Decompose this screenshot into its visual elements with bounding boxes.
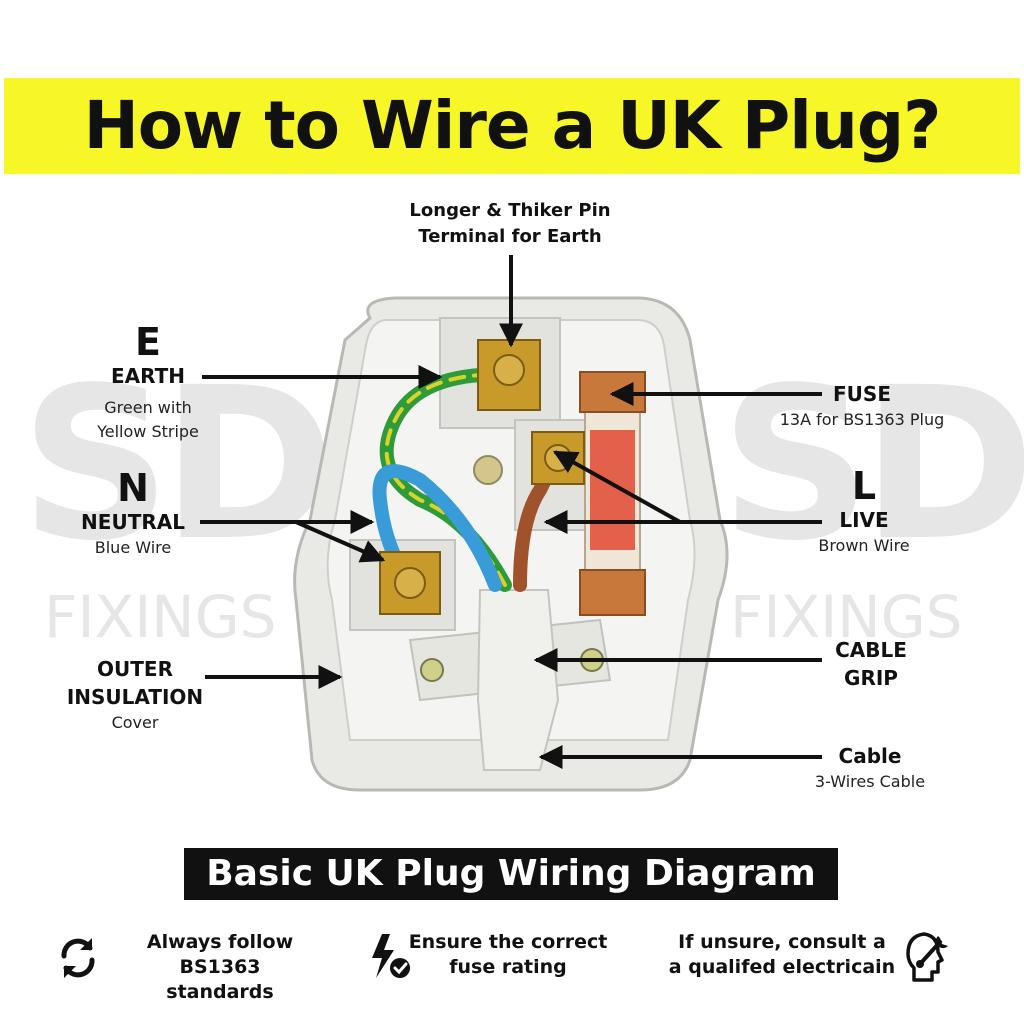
watermark-logo-left: SD xyxy=(20,342,336,587)
page-title: How to Wire a UK Plug? xyxy=(83,87,942,164)
earth-terminal xyxy=(477,339,541,411)
outer-line2: INSULATION xyxy=(66,685,204,709)
cable-name: Cable xyxy=(838,744,902,768)
neutral-wire xyxy=(372,464,502,592)
cable-desc: 3-Wires Cable xyxy=(814,772,926,791)
watermark-text-right: FIXINGS xyxy=(730,583,963,651)
refresh-icon xyxy=(61,938,95,978)
tip-fuse-line1: Ensure the correct xyxy=(408,931,608,953)
cable-grip-line1: CABLE xyxy=(835,638,907,662)
label-fuse: FUSE 13A for BS1363 Plug xyxy=(762,380,962,432)
label-neutral: N NEUTRAL Blue Wire xyxy=(43,468,223,560)
fuse-label-band xyxy=(590,430,635,550)
label-cable: Cable 3-Wires Cable xyxy=(770,742,970,794)
label-earth: E EARTH Green with Yellow Stripe xyxy=(58,322,238,444)
lightning-check-icon xyxy=(372,934,410,978)
arrow-live-2 xyxy=(552,450,681,524)
centre-screw xyxy=(473,455,503,485)
tip-standards: Always follow BS1363 standards xyxy=(104,930,336,1005)
fuse-name: FUSE xyxy=(833,382,891,406)
outer-desc: Cover xyxy=(111,713,159,732)
tip-electrician-line2: a qualifed electricain xyxy=(668,956,896,978)
outer-line1: OUTER xyxy=(97,657,173,681)
fuse-cap-bottom xyxy=(579,569,646,616)
label-live: L LIVE Brown Wire xyxy=(774,466,954,558)
neutral-desc: Blue Wire xyxy=(94,538,172,557)
live-desc: Brown Wire xyxy=(818,536,910,555)
cable-grip-line2: GRIP xyxy=(844,666,898,690)
tip-electrician-line1: If unsure, consult a xyxy=(678,931,886,953)
earth-letter: E xyxy=(135,320,161,364)
watermark-text-left: FIXINGS xyxy=(44,583,277,651)
earth-name: EARTH xyxy=(110,364,186,388)
electrician-wrench-icon xyxy=(906,932,948,982)
earth-pin-line1: Longer & Thiker Pin xyxy=(409,200,611,221)
tip-fuse-rating: Ensure the correct fuse rating xyxy=(408,930,608,980)
neutral-terminal-screw xyxy=(394,567,426,599)
neutral-name: NEUTRAL xyxy=(81,510,185,534)
title-banner: How to Wire a UK Plug? xyxy=(4,78,1020,174)
arrow-neutral-2 xyxy=(295,520,386,563)
grip-screw-left xyxy=(420,658,444,682)
earth-pin-line2: Terminal for Earth xyxy=(418,226,602,247)
earth-desc2: Yellow Stripe xyxy=(97,422,199,441)
label-cable-grip: CABLE GRIP xyxy=(781,636,961,692)
earth-desc1: Green with xyxy=(104,398,192,417)
tip-standards-line2: standards xyxy=(166,981,274,1003)
label-earth-pin: Longer & Thiker Pin Terminal for Earth xyxy=(380,198,640,250)
live-letter: L xyxy=(851,464,877,508)
fuse-desc: 13A for BS1363 Plug xyxy=(779,410,945,429)
live-name: LIVE xyxy=(839,508,889,532)
cable-sheath xyxy=(476,589,560,771)
diagram-caption: Basic UK Plug Wiring Diagram xyxy=(184,848,838,900)
earth-terminal-screw xyxy=(493,354,525,386)
tip-electrician: If unsure, consult a a qualifed electric… xyxy=(666,930,898,980)
neutral-letter: N xyxy=(117,466,149,510)
tip-standards-line1: Always follow BS1363 xyxy=(146,931,294,978)
label-outer-insulation: OUTER INSULATION Cover xyxy=(40,655,230,735)
tip-fuse-line2: fuse rating xyxy=(449,956,567,978)
